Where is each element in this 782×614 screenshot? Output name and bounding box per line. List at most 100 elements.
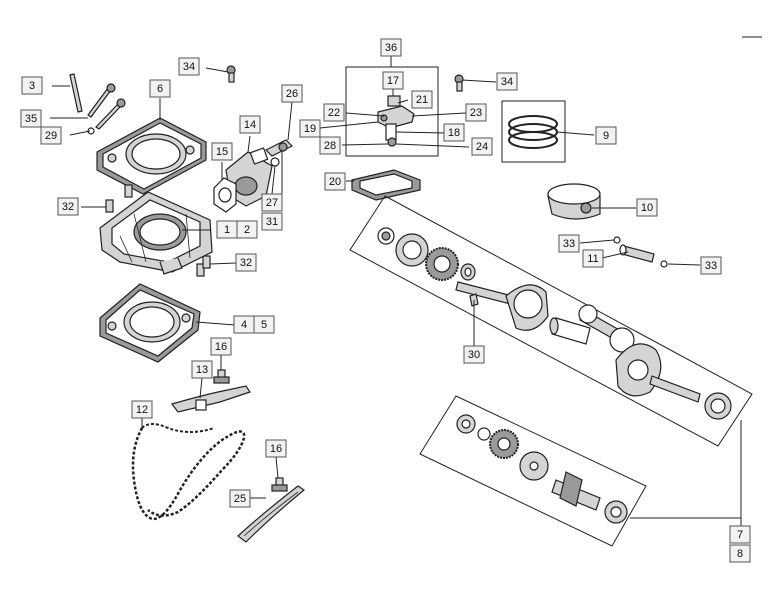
callout-27: 27	[261, 193, 283, 212]
svg-text:34: 34	[501, 76, 513, 88]
ring-set-frame	[501, 100, 566, 163]
dowel-pin-part	[69, 73, 83, 113]
callout-35: 35	[20, 109, 42, 128]
callout-36: 36	[380, 38, 402, 57]
svg-text:9: 9	[603, 130, 609, 142]
svg-text:30: 30	[468, 349, 480, 361]
dowel-part	[202, 255, 211, 269]
dowel-part	[124, 184, 133, 198]
seal-ring-part	[477, 427, 491, 441]
callout-21: 21	[411, 90, 433, 109]
svg-text:36: 36	[385, 42, 397, 54]
bearing-part	[704, 392, 732, 420]
callout-5: 5	[253, 315, 275, 334]
callout-34-left: 34	[178, 57, 200, 76]
svg-text:27: 27	[266, 197, 278, 209]
svg-text:8: 8	[737, 548, 743, 560]
crankshaft-part	[455, 281, 549, 331]
callout-20: 20	[324, 172, 346, 191]
balancer-gear-part	[489, 429, 519, 459]
svg-text:18: 18	[448, 127, 460, 139]
callout-33-left: 33	[558, 234, 580, 253]
cylinder-block-part	[99, 191, 213, 275]
chain-guide-part	[237, 485, 306, 543]
crank-pin-part	[549, 317, 591, 345]
balancer-assembly-frame	[419, 395, 647, 547]
svg-text:7: 7	[737, 529, 743, 541]
bolt-part	[226, 65, 236, 83]
crank-shaft-end-part	[649, 375, 701, 403]
svg-text:24: 24	[476, 141, 488, 153]
svg-text:15: 15	[216, 146, 228, 158]
callout-14: 14	[239, 115, 261, 134]
callout-33-right: 33	[700, 256, 722, 275]
piston-pin-part	[619, 244, 655, 263]
svg-text:20: 20	[329, 176, 341, 188]
crankshaft-assembly-frame	[349, 195, 753, 447]
callout-32-upper: 32	[57, 197, 79, 216]
bearing-part	[377, 227, 395, 245]
callout-32-lower: 32	[235, 253, 257, 272]
svg-text:3: 3	[29, 80, 35, 92]
callout-4: 4	[233, 315, 255, 334]
bearing-part	[604, 500, 628, 524]
callout-8: 8	[729, 544, 751, 563]
svg-text:35: 35	[25, 113, 37, 125]
svg-text:1: 1	[224, 224, 230, 236]
callout-29: 29	[40, 126, 62, 145]
balancer-weight-part	[519, 451, 549, 481]
svg-text:4: 4	[241, 319, 247, 331]
callout-11: 11	[582, 249, 604, 268]
svg-text:31: 31	[266, 216, 278, 228]
sensor-part	[264, 139, 294, 167]
callout-7: 7	[729, 525, 751, 544]
svg-text:13: 13	[196, 364, 208, 376]
connecting-rod-part	[578, 304, 635, 353]
svg-text:32: 32	[240, 257, 252, 269]
head-gasket-part	[96, 117, 207, 195]
svg-text:11: 11	[587, 253, 598, 265]
svg-text:34: 34	[183, 61, 195, 73]
callout-17: 17	[382, 71, 404, 90]
svg-text:17: 17	[387, 75, 399, 87]
circlip-part	[613, 236, 621, 244]
callout-16-lower: 16	[265, 439, 287, 458]
svg-text:28: 28	[324, 140, 336, 152]
svg-text:16: 16	[215, 341, 227, 353]
callout-34-right: 34	[496, 72, 518, 91]
svg-text:16: 16	[270, 443, 282, 455]
chain-guide-part	[170, 385, 251, 413]
svg-text:33: 33	[705, 260, 717, 272]
bearing-part	[395, 233, 429, 267]
svg-text:32: 32	[62, 201, 74, 213]
callout-19: 19	[299, 119, 321, 138]
svg-text:22: 22	[328, 107, 340, 119]
cam-follower-part	[377, 95, 415, 147]
callout-1: 1	[216, 220, 238, 239]
dowel-part	[196, 263, 205, 277]
callout-3: 3	[21, 76, 43, 95]
base-gasket-part	[99, 283, 201, 363]
piston-rings-part	[508, 115, 558, 149]
callout-6: 6	[149, 79, 171, 98]
callout-2: 2	[236, 220, 258, 239]
svg-text:19: 19	[304, 123, 316, 135]
callout-24: 24	[471, 137, 493, 156]
svg-text:26: 26	[286, 88, 298, 100]
callout-30: 30	[463, 345, 485, 364]
callout-22: 22	[323, 103, 345, 122]
sensor-part	[271, 477, 288, 492]
callout-9: 9	[595, 126, 617, 145]
svg-text:21: 21	[416, 94, 428, 106]
assembly-frame-36	[345, 66, 439, 157]
svg-text:23: 23	[470, 107, 482, 119]
gear-part	[425, 247, 459, 281]
callout-25: 25	[229, 489, 251, 508]
thermostat-gasket-part	[213, 177, 237, 213]
svg-text:25: 25	[234, 493, 246, 505]
bearing-part	[456, 414, 476, 434]
piston-part	[547, 183, 601, 220]
callout-13: 13	[191, 360, 213, 379]
svg-text:6: 6	[157, 83, 163, 95]
callout-10: 10	[636, 198, 658, 217]
